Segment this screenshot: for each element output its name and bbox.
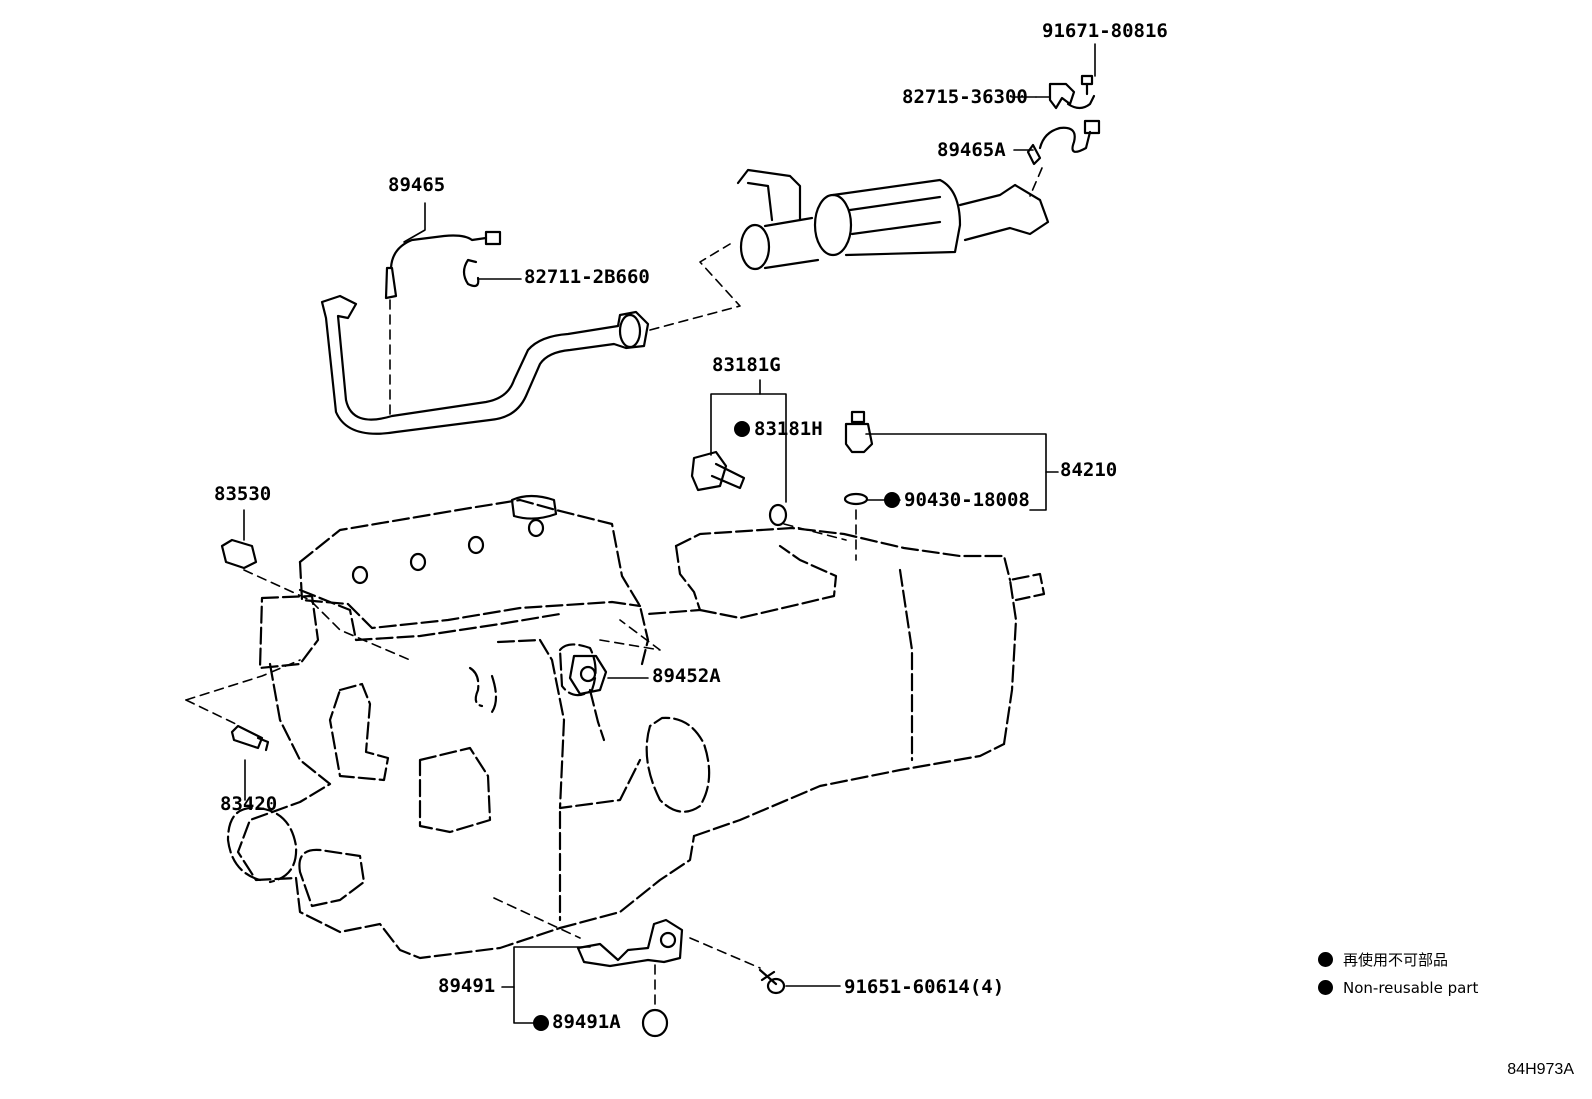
callout-83420[interactable]: 83420 [220,793,278,815]
callout-89491a[interactable]: 89491A [552,1011,621,1033]
legend-item-en: Non-reusable part [1318,980,1478,996]
callout-89465a[interactable]: 89465A [937,139,1006,161]
callout-89452a[interactable]: 89452A [652,665,721,687]
callout-82715-36300[interactable]: 82715-36300 [902,86,1028,108]
engine-ports [351,494,558,585]
sensor-83181g [690,450,746,492]
sender-84210 [844,410,874,454]
non-reusable-dot-icon [1318,952,1333,967]
o-ring-89491a [641,1008,669,1038]
oxygen-sensor-89465a [1026,119,1101,166]
assembly-lines [185,167,1043,1009]
callout-83181g[interactable]: 83181G [712,354,781,376]
sensor-89491 [576,918,684,968]
bolt-91651 [758,968,786,995]
gasket-90430 [843,492,869,506]
callout-91651-60614[interactable]: 91651-60614(4) [844,976,1005,998]
non-reusable-dot-icon [1318,980,1333,995]
oxygen-sensor-89465 [384,230,502,300]
leader-lines [243,43,1096,1024]
callout-89465[interactable]: 89465 [388,174,446,196]
callout-83530[interactable]: 83530 [214,483,272,505]
clamp-82711 [462,258,480,288]
callout-89491[interactable]: 89491 [438,975,496,997]
non-reusable-markers [533,421,900,1031]
bolt-91671 [1080,74,1094,96]
legend-jp-text: 再使用不可部品 [1343,951,1449,969]
sensor-83420 [230,724,270,752]
diagram-code: 84H973A [1507,1061,1574,1078]
sensor-89452a [568,654,608,696]
sensor-83530 [220,538,258,570]
callout-84210[interactable]: 84210 [1060,459,1118,481]
o-ring-83181h [768,503,788,527]
callout-90430-18008[interactable]: 90430-18008 [904,489,1030,511]
callout-83181h[interactable]: 83181H [754,418,823,440]
callout-91671-80816[interactable]: 91671-80816 [1042,20,1168,42]
catalytic-converter [736,168,1050,271]
legend-en-text: Non-reusable part [1343,979,1479,997]
legend-item-jp: 再使用不可部品 [1318,952,1448,968]
engine-block [226,498,1046,960]
callout-82711-2b660[interactable]: 82711-2B660 [524,266,650,288]
clamp-82715 [1048,82,1096,110]
front-exhaust-pipe [320,294,650,435]
